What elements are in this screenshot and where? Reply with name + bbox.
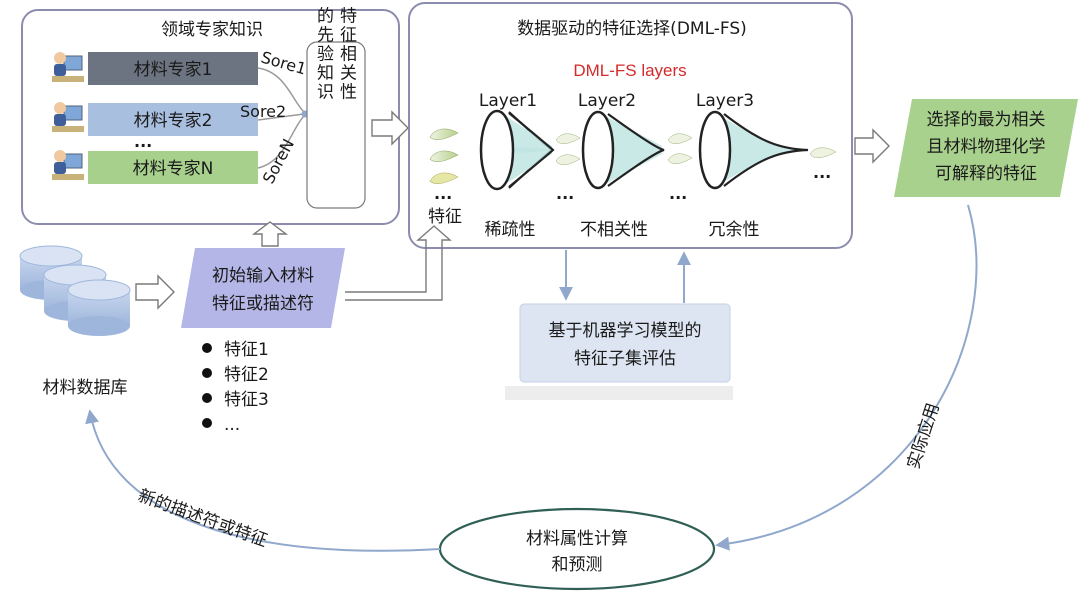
expert-ellipsis: ...	[134, 132, 152, 151]
property-prediction: 材料属性计算 和预测	[438, 507, 716, 591]
output-line-2: 且材料物理化学	[927, 137, 1046, 157]
database-label: 材料数据库	[43, 378, 128, 398]
redundancy-label: 冗余性	[709, 220, 760, 240]
expert-panel-title: 领域专家知识	[161, 20, 263, 40]
prediction-line-2: 和预测	[552, 555, 603, 575]
irrelevance-label: 不相关性	[580, 220, 648, 240]
expert-1-box	[88, 52, 258, 85]
expert-2-label: 材料专家2	[134, 111, 213, 131]
initial-input-features: 初始输入材料 特征或描述符	[181, 248, 345, 328]
layer-3-funnel	[698, 110, 809, 190]
hollow-arrow-right	[854, 128, 890, 164]
input-to-dml-connector	[345, 225, 452, 301]
input-line-2: 特征或描述符	[212, 294, 314, 314]
layer-3-label: Layer3	[696, 91, 754, 111]
feature-list-item: 特征1	[224, 340, 269, 360]
selected-feature-droplet	[809, 147, 837, 159]
prior-knowledge-line-1: 特征相关性	[336, 6, 357, 101]
layer-1-label: Layer1	[479, 91, 537, 111]
eval-line-1: 基于机器学习模型的	[549, 321, 702, 341]
feature-droplet	[667, 133, 693, 145]
layer-1-funnel	[479, 109, 555, 191]
dml-panel-frame	[408, 2, 853, 249]
score-2-connector	[257, 113, 305, 121]
output-line-1: 选择的最为相关	[927, 110, 1046, 130]
eval-line-2: 特征子集评估	[574, 349, 676, 369]
database-icon	[19, 245, 131, 336]
new-descriptor-arc	[85, 409, 441, 552]
output-line-3: 可解释的特征	[935, 164, 1037, 184]
expert-n-box	[88, 151, 258, 184]
application-arc	[715, 204, 978, 551]
input-box	[181, 248, 345, 328]
input-feature-label: 特征	[428, 207, 462, 227]
person-icon	[52, 150, 84, 180]
feature-list-item: 特征2	[224, 365, 269, 385]
feature-list-item: 特征3	[224, 390, 269, 410]
feature-list-item: ...	[224, 415, 240, 435]
hollow-arrow-right	[371, 110, 409, 146]
expert-knowledge-panel: 领域专家知识 材料专家1 材料专家2 ... 材料专家N	[21, 6, 400, 225]
input-ellipsis: ...	[434, 184, 452, 203]
expert-2-box	[88, 103, 258, 136]
dml-fs-panel: 数据驱动的特征选择(DML-FS) DML-FS layers Layer1 L…	[408, 2, 853, 249]
score-n-connector	[257, 115, 305, 169]
feature-droplet	[555, 154, 581, 166]
prior-knowledge-box	[306, 41, 366, 209]
prediction-line-1: 材料属性计算	[526, 529, 628, 549]
prior-knowledge-line-2: 的先验知识	[313, 6, 334, 101]
feature-droplet	[555, 133, 581, 145]
layer-2-funnel	[581, 110, 665, 190]
hollow-arrow-up	[251, 221, 289, 247]
hollow-arrow-right	[135, 274, 175, 310]
expert-n-label: 材料专家N	[133, 159, 214, 179]
expert-1-label: 材料专家1	[134, 60, 213, 80]
layer-3-ellipsis: ...	[813, 163, 831, 182]
selected-features-output: 选择的最为相关 且材料物理化学 可解释的特征	[894, 99, 1078, 197]
feature-list: 特征1 特征2 特征3 ...	[202, 340, 269, 435]
layer-1-ellipsis: ...	[556, 184, 574, 203]
layer-2-ellipsis: ...	[669, 184, 687, 203]
person-icon	[52, 102, 84, 132]
input-feature-droplets	[429, 128, 459, 184]
sparsity-label: 稀疏性	[485, 220, 536, 240]
input-line-1: 初始输入材料	[212, 266, 314, 286]
application-label: 实际应用	[904, 401, 944, 472]
evaluation-box: 基于机器学习模型的 特征子集评估	[505, 303, 733, 400]
person-icon	[52, 52, 84, 82]
new-descriptor-label: 新的描述符或特征	[135, 486, 270, 551]
dml-panel-title: 数据驱动的特征选择(DML-FS)	[517, 19, 747, 39]
layer-2-label: Layer2	[578, 91, 636, 111]
score-2-label: Sore2	[240, 102, 286, 121]
feature-droplet	[667, 153, 693, 165]
score-1-connector	[257, 67, 305, 113]
dml-layers-subtitle: DML-FS layers	[573, 61, 686, 80]
output-box	[894, 99, 1078, 197]
